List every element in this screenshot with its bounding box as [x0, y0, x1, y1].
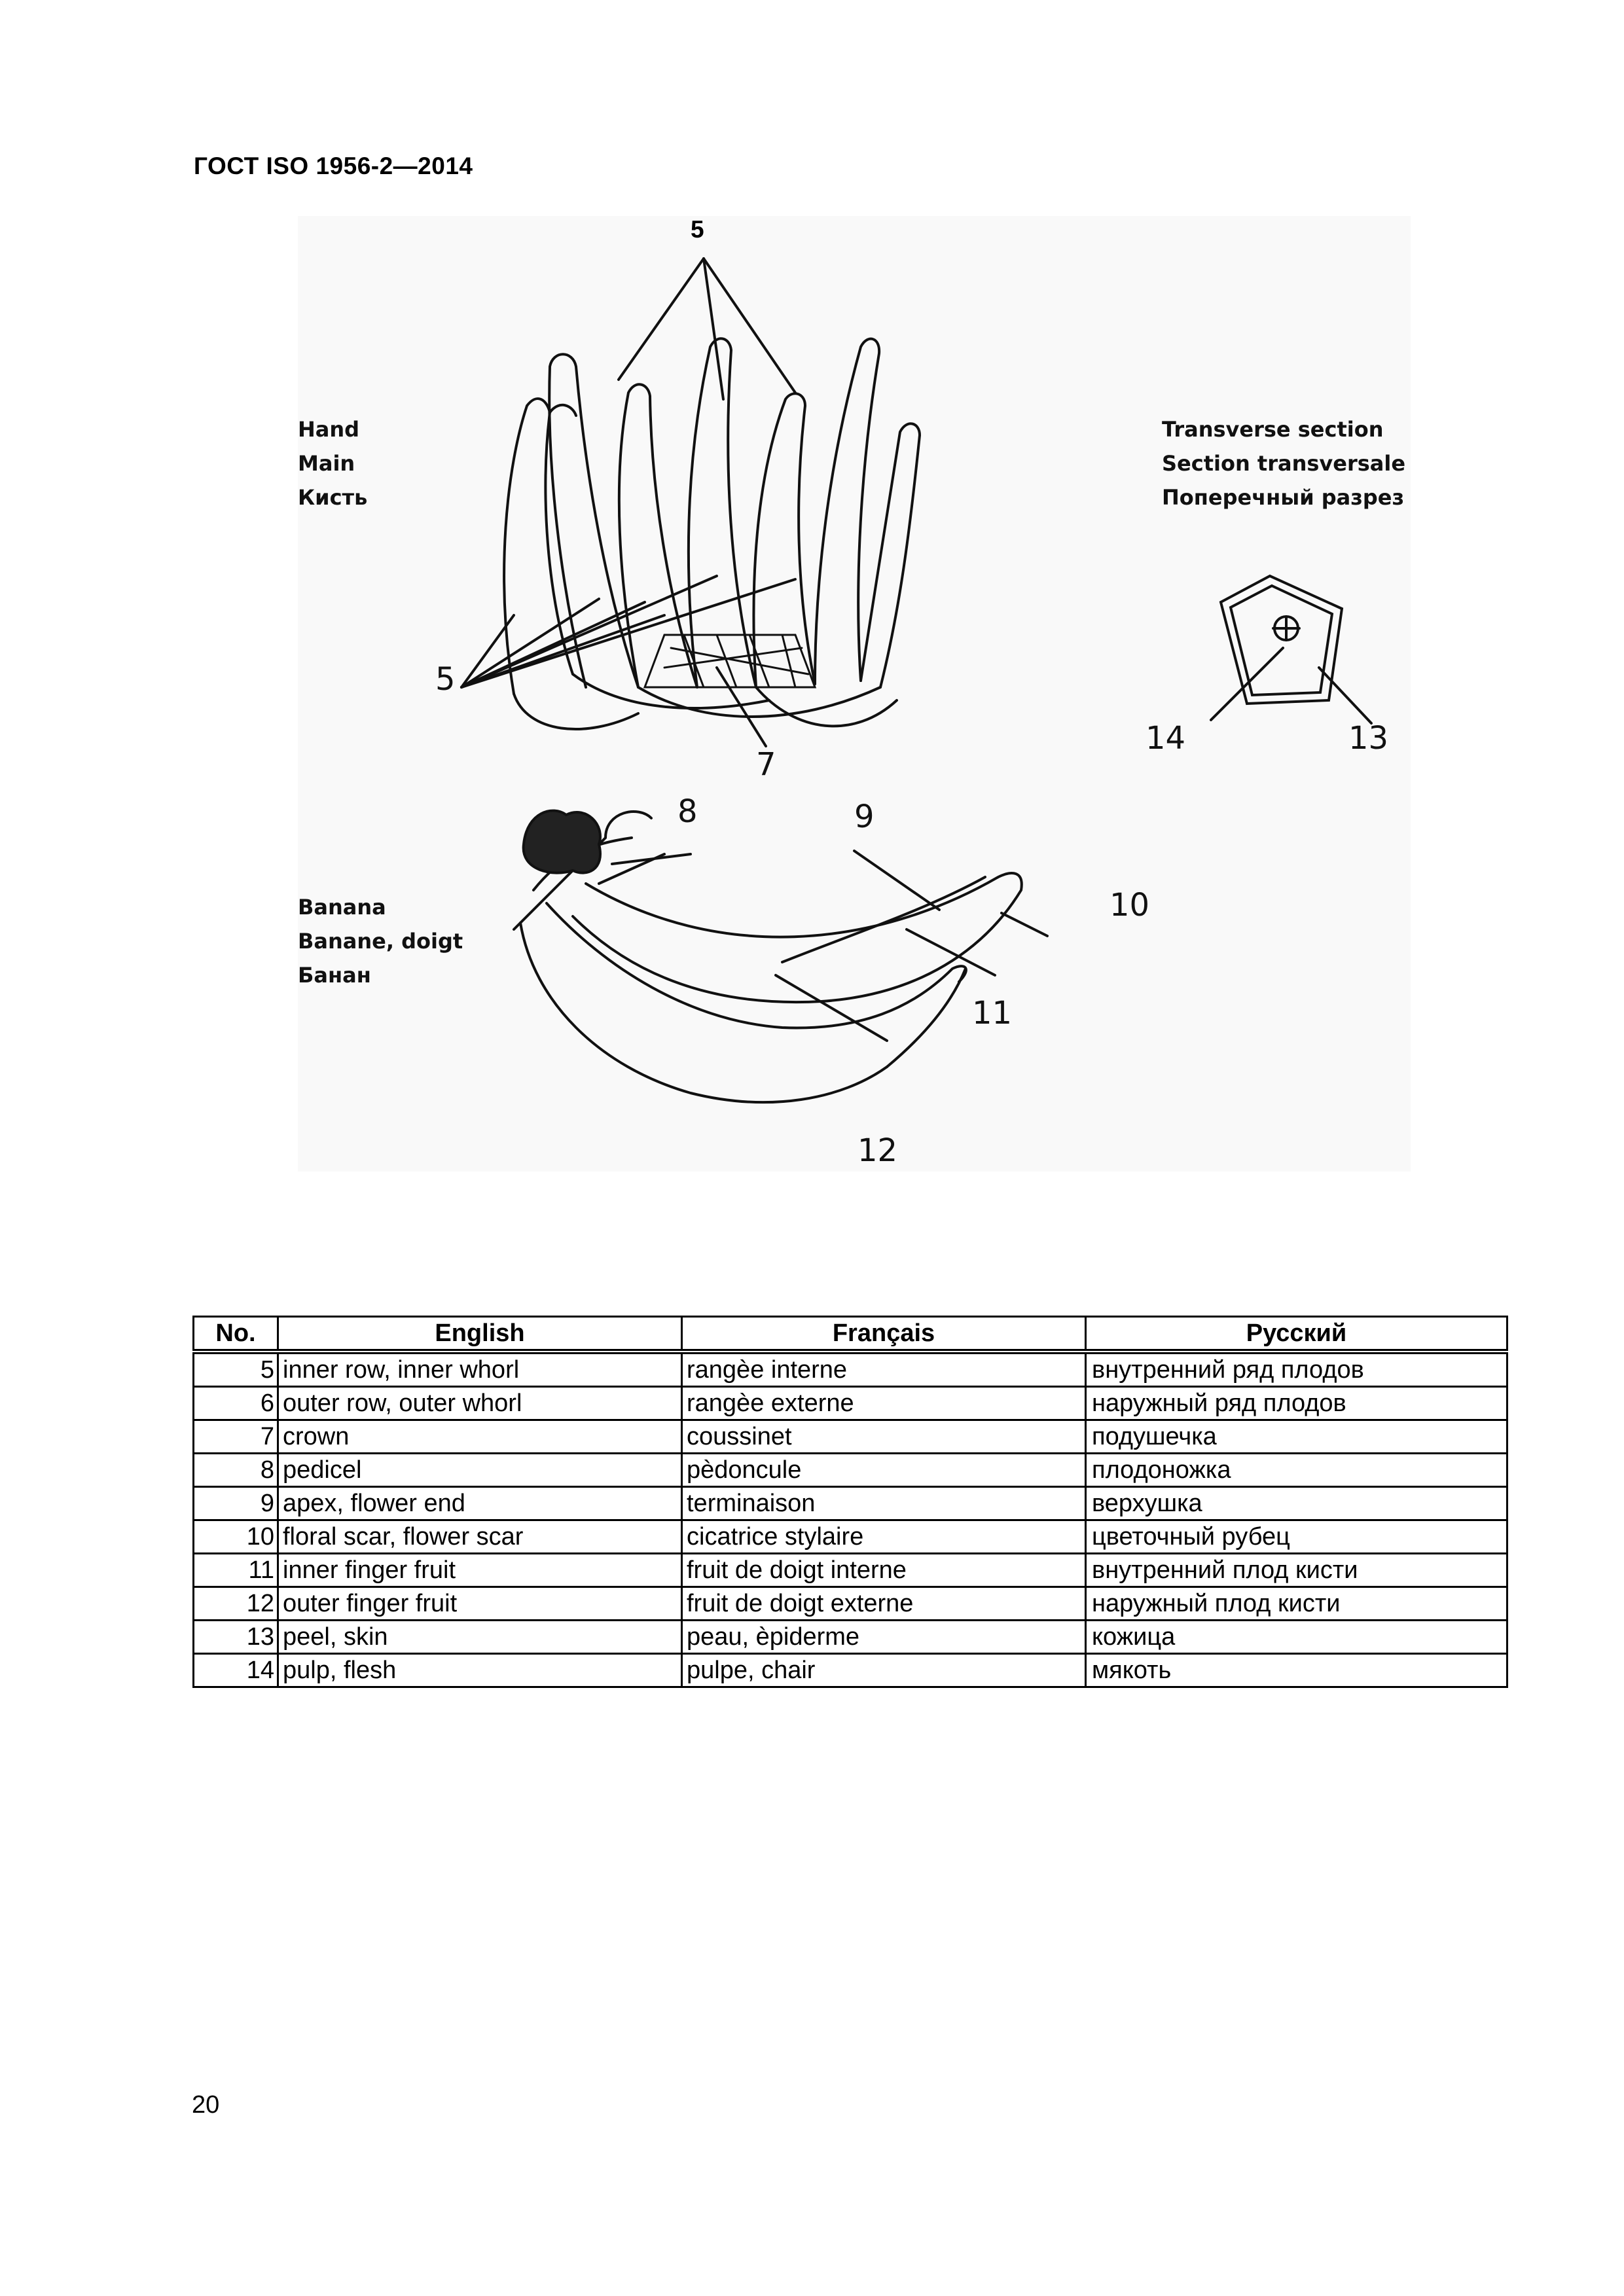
transverse-section-label: Transverse section Section transversale … — [1162, 412, 1405, 514]
table-row: 14 pulp, flesh pulpe, chair мякоть — [192, 1653, 1508, 1688]
row-russian: цветочный рубец — [1085, 1519, 1508, 1554]
table-row: 13 peel, skin peau, èpiderme кожица — [192, 1619, 1508, 1655]
crown-hatch — [643, 634, 817, 689]
section-label-en: Transverse section — [1162, 417, 1384, 442]
table-row: 10 floral scar, flower scar cicatrice st… — [192, 1519, 1508, 1554]
callout-5-top: 5 — [691, 216, 704, 243]
callout-13: 13 — [1348, 720, 1389, 757]
row-no: 7 — [192, 1419, 279, 1454]
row-english: crown — [277, 1419, 683, 1454]
row-english: pulp, flesh — [277, 1653, 683, 1688]
table-row: 6 outer row, outer whorl rangèe externe … — [192, 1386, 1508, 1421]
row-french: peau, èpiderme — [681, 1619, 1087, 1655]
row-english: pedicel — [277, 1452, 683, 1488]
row-english: outer row, outer whorl — [277, 1386, 683, 1421]
row-russian: внутренний плод кисти — [1085, 1552, 1508, 1588]
banana-label-fr: Banane, doigt — [298, 929, 463, 954]
row-english: outer finger fruit — [277, 1586, 683, 1621]
banana-drawing-lower — [513, 809, 1049, 1104]
col-header-francais: Français — [681, 1316, 1087, 1354]
banana-label-ru: Банан — [298, 963, 371, 988]
callout-9: 9 — [854, 798, 875, 835]
row-russian: кожица — [1085, 1619, 1508, 1655]
table-header-row: No. English Français Русский — [192, 1316, 1508, 1354]
row-no: 12 — [192, 1586, 279, 1621]
row-english: apex, flower end — [277, 1486, 683, 1521]
row-french: terminaison — [681, 1486, 1087, 1521]
row-english: floral scar, flower scar — [277, 1519, 683, 1554]
row-english: inner row, inner whorl — [277, 1350, 683, 1388]
col-header-english: English — [277, 1316, 683, 1354]
table-row: 5 inner row, inner whorl rangèe interne … — [192, 1350, 1508, 1388]
table-row: 9 apex, flower end terminaison верхушка — [192, 1486, 1508, 1521]
hand-label-en: Hand — [298, 417, 360, 442]
row-french: pèdoncule — [681, 1452, 1087, 1488]
row-french: fruit de doigt externe — [681, 1586, 1087, 1621]
page-number: 20 — [192, 2091, 220, 2119]
callout-5-left: 5 — [435, 661, 456, 698]
table-row: 8 pedicel pèdoncule плодоножка — [192, 1452, 1508, 1488]
row-no: 13 — [192, 1619, 279, 1655]
row-no: 8 — [192, 1452, 279, 1488]
row-no: 5 — [192, 1350, 279, 1388]
row-french: fruit de doigt interne — [681, 1552, 1087, 1588]
terminology-table: No. English Français Русский 5 inner row… — [192, 1316, 1508, 1688]
section-label-fr: Section transversale — [1162, 451, 1406, 476]
hand-label-fr: Main — [298, 451, 355, 476]
row-english: inner finger fruit — [277, 1552, 683, 1588]
row-no: 6 — [192, 1386, 279, 1421]
table-row: 12 outer finger fruit fruit de doigt ext… — [192, 1586, 1508, 1621]
row-french: pulpe, chair — [681, 1653, 1087, 1688]
hand-label-ru: Кисть — [298, 485, 368, 510]
transverse-section-drawing — [1210, 574, 1373, 725]
banana-drawing — [460, 257, 1373, 1104]
row-russian: наружный плод кисти — [1085, 1586, 1508, 1621]
callout-14: 14 — [1146, 720, 1186, 757]
callout-12: 12 — [857, 1132, 898, 1169]
col-header-russian: Русский — [1085, 1316, 1508, 1354]
callout-10: 10 — [1110, 887, 1150, 924]
row-french: rangèe interne — [681, 1350, 1087, 1388]
banana-figure — [298, 216, 1411, 1172]
section-label-ru: Поперечный разрез — [1162, 485, 1405, 510]
row-english: peel, skin — [277, 1619, 683, 1655]
row-french: coussinet — [681, 1419, 1087, 1454]
callout-8: 8 — [677, 793, 698, 830]
row-russian: внутренний ряд плодов — [1085, 1350, 1508, 1388]
row-russian: наружный ряд плодов — [1085, 1386, 1508, 1421]
table-row: 7 crown coussinet подушечка — [192, 1419, 1508, 1454]
banana-label: Banana Banane, doigt Банан — [298, 890, 463, 992]
row-french: cicatrice stylaire — [681, 1519, 1087, 1554]
row-russian: плодоножка — [1085, 1452, 1508, 1488]
row-french: rangèe externe — [681, 1386, 1087, 1421]
col-header-no: No. — [192, 1316, 279, 1354]
document-header: ГОСТ ISO 1956-2—2014 — [194, 152, 473, 179]
table-row: 11 inner finger fruit fruit de doigt int… — [192, 1552, 1508, 1588]
row-no: 14 — [192, 1653, 279, 1688]
callout-11: 11 — [972, 995, 1013, 1031]
row-no: 10 — [192, 1519, 279, 1554]
row-russian: подушечка — [1085, 1419, 1508, 1454]
row-no: 9 — [192, 1486, 279, 1521]
hand-label: Hand Main Кисть — [298, 412, 367, 514]
row-no: 11 — [192, 1552, 279, 1588]
hand-drawing — [503, 337, 922, 730]
callout-7: 7 — [756, 746, 776, 783]
row-russian: мякоть — [1085, 1653, 1508, 1688]
banana-label-en: Banana — [298, 895, 386, 920]
row-russian: верхушка — [1085, 1486, 1508, 1521]
